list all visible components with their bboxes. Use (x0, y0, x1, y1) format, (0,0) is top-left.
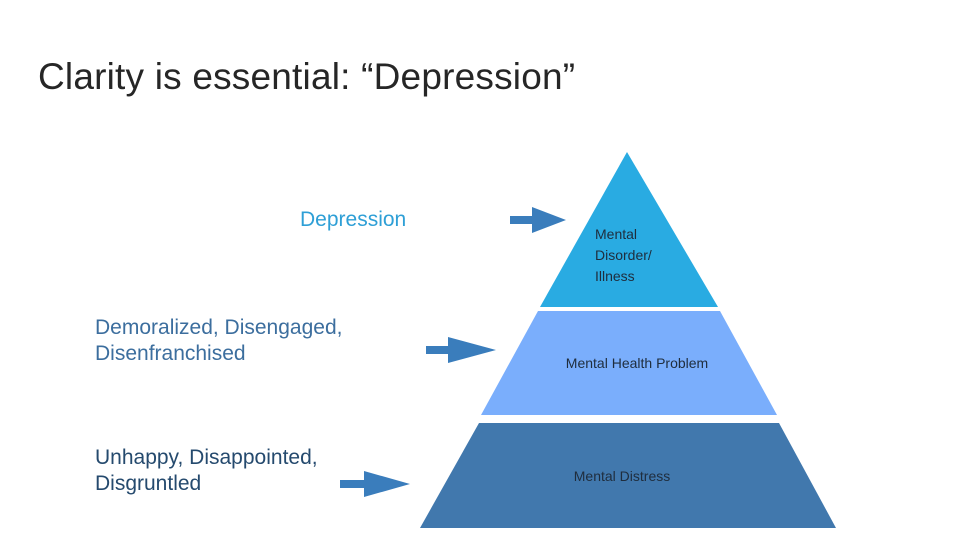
bottom-tier-label: Mental Distress (574, 468, 670, 484)
pyramid-bottom-tier (420, 423, 836, 528)
arrow-icon (340, 471, 410, 497)
depression-label: Depression (300, 208, 407, 231)
pyramid-top-tier (540, 152, 718, 307)
top-tier-line-3: Illness (595, 268, 635, 284)
arrow-icon (510, 207, 566, 233)
top-tier-line-2: Disorder/ (595, 247, 652, 263)
arrow-icon (426, 337, 496, 363)
pyramid-middle-tier (481, 311, 777, 415)
slide-title: Clarity is essential: “Depression” (38, 56, 576, 97)
top-tier-label: Mental Disorder/ Illness (595, 226, 656, 284)
middle-tier-label: Mental Health Problem (566, 355, 708, 371)
unhappy-label: Unhappy, Disappointed, Disgruntled (95, 446, 318, 495)
demoralized-label: Demoralized, Disengaged, Disenfranchised (95, 316, 343, 365)
top-tier-line-1: Mental (595, 226, 637, 242)
